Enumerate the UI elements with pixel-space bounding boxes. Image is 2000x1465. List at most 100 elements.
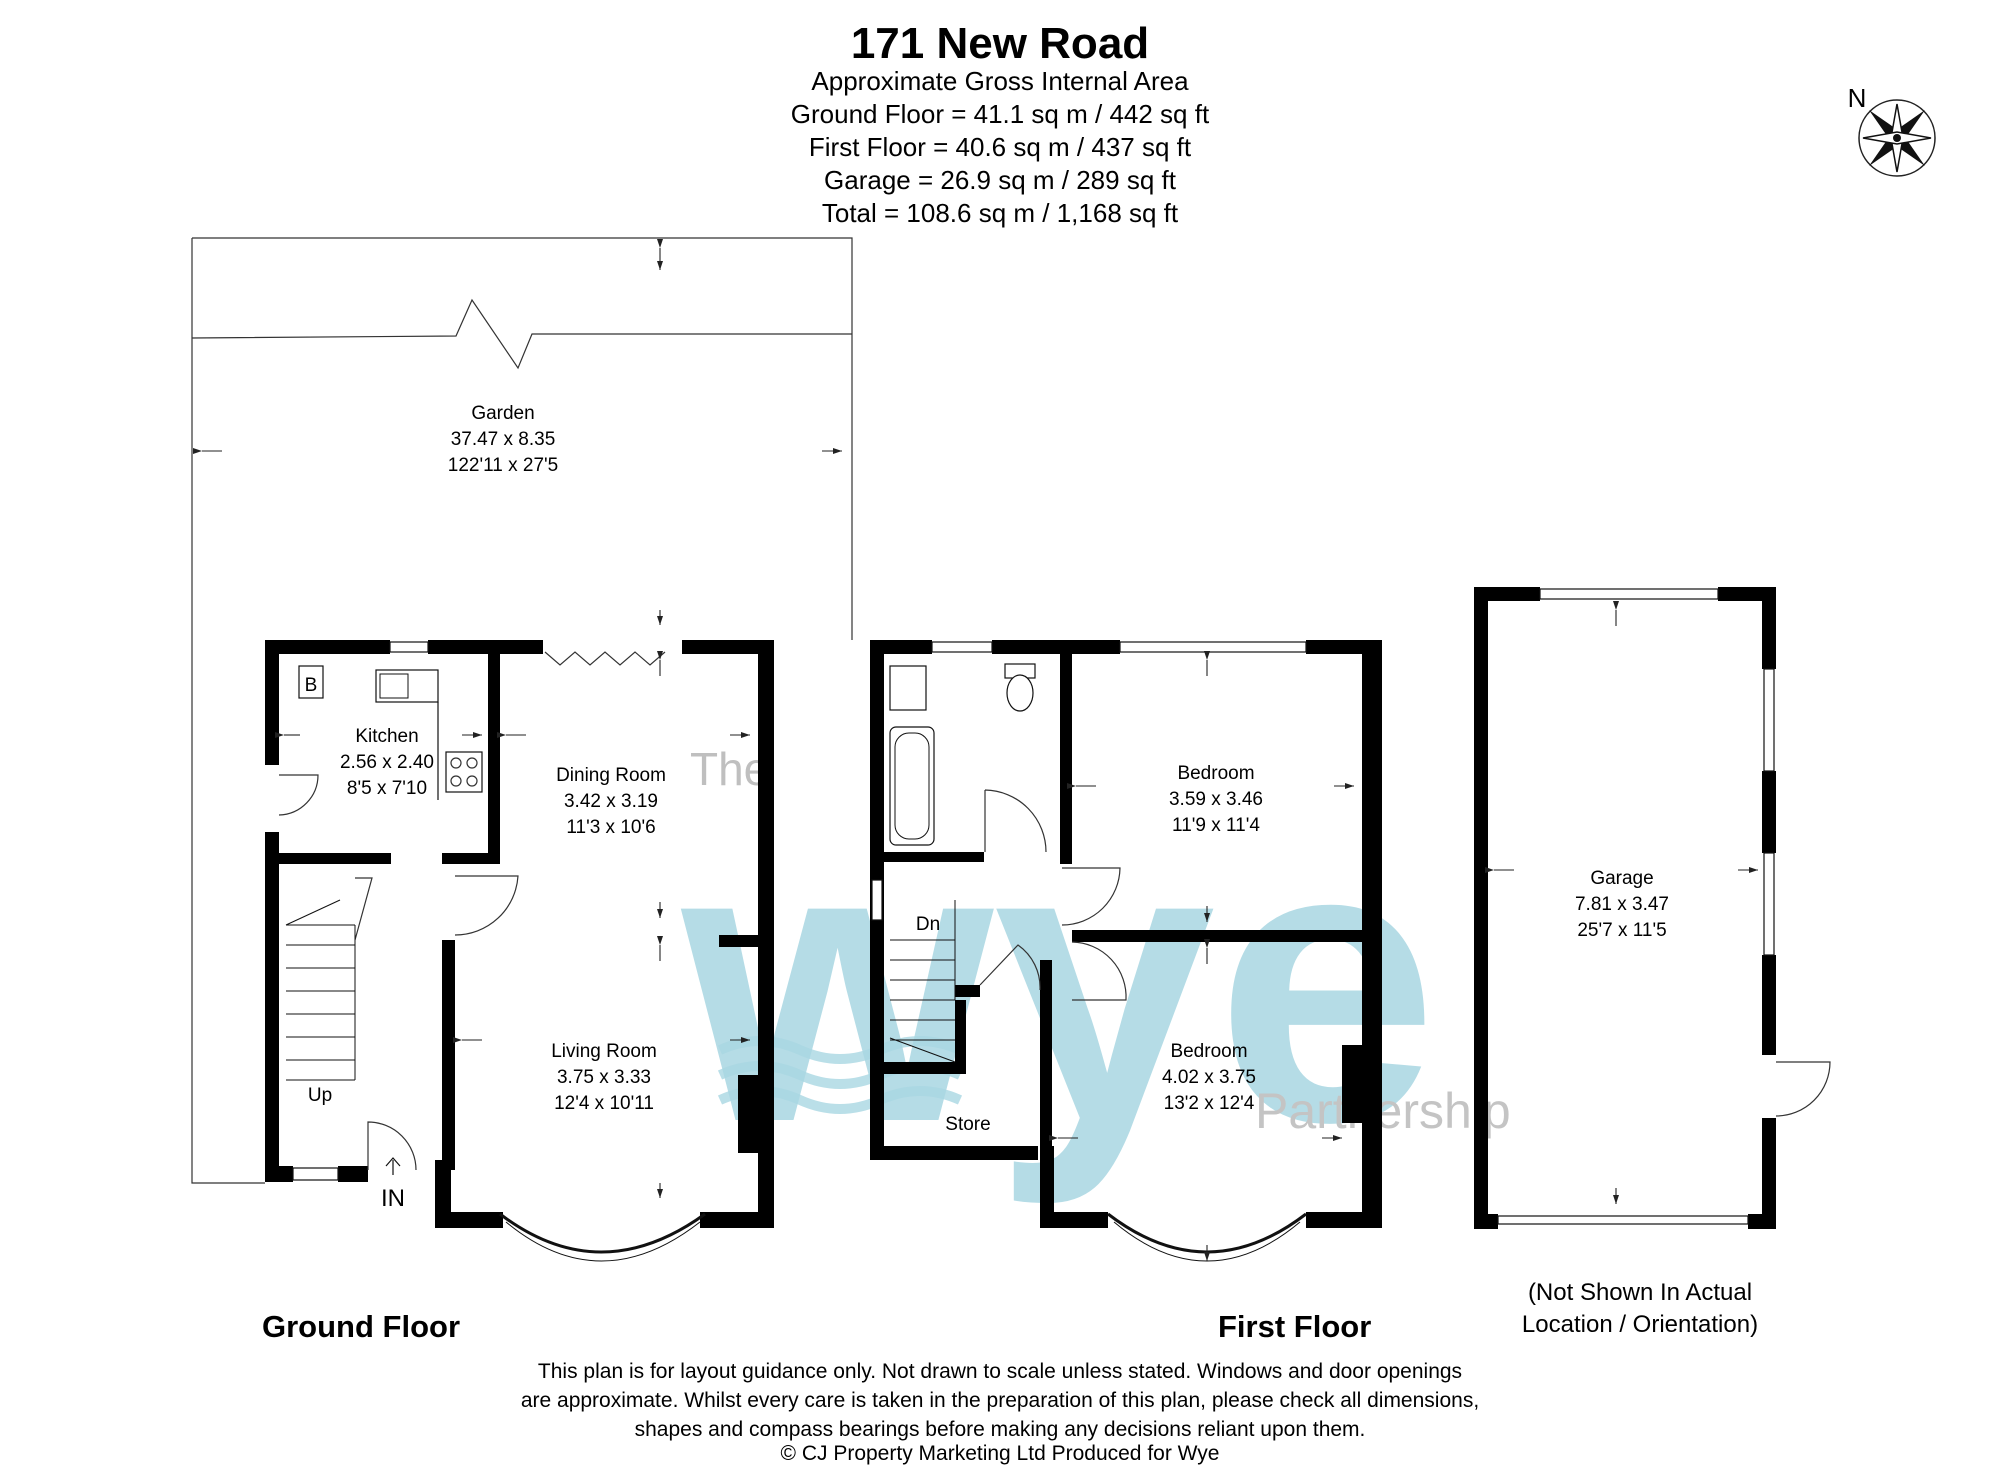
disclaimer-line-3: shapes and compass bearings before makin… xyxy=(635,1418,1366,1441)
wall xyxy=(488,654,500,864)
garage-plan: Garage 7.81 x 3.47 25'7 x 11'5 (Not Show… xyxy=(1474,587,1831,1338)
garage-door xyxy=(1497,1215,1749,1225)
wall xyxy=(265,640,279,765)
wall xyxy=(265,1166,293,1182)
watermark-partnership: Partnership xyxy=(1255,1083,1511,1139)
window xyxy=(1119,641,1307,653)
wall xyxy=(955,985,980,997)
ground-floor-labels: Garden 37.47 x 8.35 122'11 x 27'5 Kitche… xyxy=(262,403,666,1344)
wall xyxy=(265,640,390,654)
door-swing xyxy=(1061,867,1121,926)
hob-icon xyxy=(445,751,483,793)
wall xyxy=(442,853,500,864)
room-imperial-living: 12'4 x 10'11 xyxy=(554,1093,654,1114)
room-metric-garden: 37.47 x 8.35 xyxy=(451,429,556,450)
wall xyxy=(1060,654,1072,864)
wall xyxy=(1474,1214,1498,1229)
door-swing xyxy=(354,877,373,941)
boiler-icon xyxy=(298,665,324,699)
entrance-arrow-icon xyxy=(385,1157,401,1175)
watermark-the: The xyxy=(690,743,769,795)
garden-outline xyxy=(191,237,853,1184)
wall xyxy=(1762,587,1776,669)
bifold-doors xyxy=(544,651,666,666)
room-metric-kitchen: 2.56 x 2.40 xyxy=(340,752,434,773)
room-name-dining: Dining Room xyxy=(556,765,666,786)
first-floor-plan xyxy=(870,640,1382,1262)
room-name-kitchen: Kitchen xyxy=(355,726,418,747)
wall xyxy=(1762,1118,1776,1228)
basin-icon xyxy=(889,665,927,711)
wall xyxy=(955,1000,966,1074)
wall xyxy=(870,1146,1038,1160)
chimney-breast xyxy=(738,1075,758,1153)
window xyxy=(1763,852,1775,956)
room-name-store: Store xyxy=(945,1114,990,1135)
bay-window xyxy=(499,1212,706,1254)
room-name-living: Living Room xyxy=(551,1041,657,1062)
door-swing xyxy=(984,789,1047,853)
wall xyxy=(1762,771,1776,853)
wall xyxy=(1474,587,1540,601)
window xyxy=(292,1167,339,1181)
plan-subtitle: Approximate Gross Internal Area xyxy=(811,66,1189,96)
door-swing xyxy=(278,774,319,816)
sink-bowl xyxy=(379,673,409,699)
wall xyxy=(884,1062,966,1074)
toilet-icon xyxy=(1006,674,1034,712)
room-name-garage: Garage xyxy=(1590,868,1653,889)
wall xyxy=(992,640,1120,654)
wall xyxy=(719,935,758,947)
chimney-breast xyxy=(1342,1045,1362,1123)
room-metric-dining: 3.42 x 3.19 xyxy=(564,791,658,812)
area-first-floor: First Floor = 40.6 sq m / 437 sq ft xyxy=(809,132,1192,162)
wall xyxy=(1762,955,1776,1055)
window xyxy=(1763,668,1775,772)
entrance-label: IN xyxy=(381,1185,405,1212)
window xyxy=(871,879,883,921)
wall xyxy=(279,853,391,864)
area-ground-floor: Ground Floor = 41.1 sq m / 442 sq ft xyxy=(791,99,1210,129)
room-metric-bedroom-1: 3.59 x 3.46 xyxy=(1169,789,1263,810)
garden-break-line xyxy=(191,298,852,370)
door-swing xyxy=(1071,941,1127,1001)
watermark: wye The Partnership xyxy=(676,743,1511,1208)
wall xyxy=(758,640,774,1228)
first-floor-labels: Bedroom 3.59 x 3.46 11'9 x 11'4 Bedroom … xyxy=(916,763,1371,1344)
sink-icon xyxy=(375,669,439,703)
stairs-down-label: Dn xyxy=(916,914,940,935)
wall xyxy=(435,1212,503,1228)
room-imperial-garden: 122'11 x 27'5 xyxy=(448,455,558,476)
wall xyxy=(700,1212,774,1228)
boiler-label: B xyxy=(305,675,318,696)
area-garage: Garage = 26.9 sq m / 289 sq ft xyxy=(824,165,1177,195)
wall xyxy=(1072,930,1364,942)
wall xyxy=(1040,960,1052,1148)
room-imperial-garage: 25'7 x 11'5 xyxy=(1577,920,1666,941)
door-swing xyxy=(1775,1061,1831,1117)
disclaimer-line-2: are approximate. Whilst every care is ta… xyxy=(521,1389,1479,1412)
room-name-bedroom-1: Bedroom xyxy=(1177,763,1254,784)
garage-note-line-1: (Not Shown In Actual xyxy=(1528,1279,1752,1306)
first-floor-title: First Floor xyxy=(1218,1309,1371,1344)
wall xyxy=(682,640,774,654)
window xyxy=(931,641,993,653)
wall xyxy=(1040,1212,1108,1228)
garage-note-line-2: Location / Orientation) xyxy=(1522,1311,1758,1338)
compass-north-label: N xyxy=(1848,83,1867,113)
bath-icon xyxy=(889,726,935,846)
room-metric-garage: 7.81 x 3.47 xyxy=(1575,894,1669,915)
window xyxy=(1539,588,1719,600)
bath-inner xyxy=(894,732,930,840)
wall xyxy=(870,640,932,654)
wall xyxy=(442,940,455,1170)
bay-window xyxy=(505,1221,701,1262)
wall xyxy=(884,852,984,862)
room-imperial-kitchen: 8'5 x 7'10 xyxy=(347,778,427,799)
watermark-wye: wye xyxy=(676,758,1438,1208)
compass-icon xyxy=(1858,99,1936,177)
room-name-bedroom-2: Bedroom xyxy=(1170,1041,1247,1062)
header: 171 New Road Approximate Gross Internal … xyxy=(791,19,1210,228)
stairs-up-label: Up xyxy=(308,1085,332,1106)
